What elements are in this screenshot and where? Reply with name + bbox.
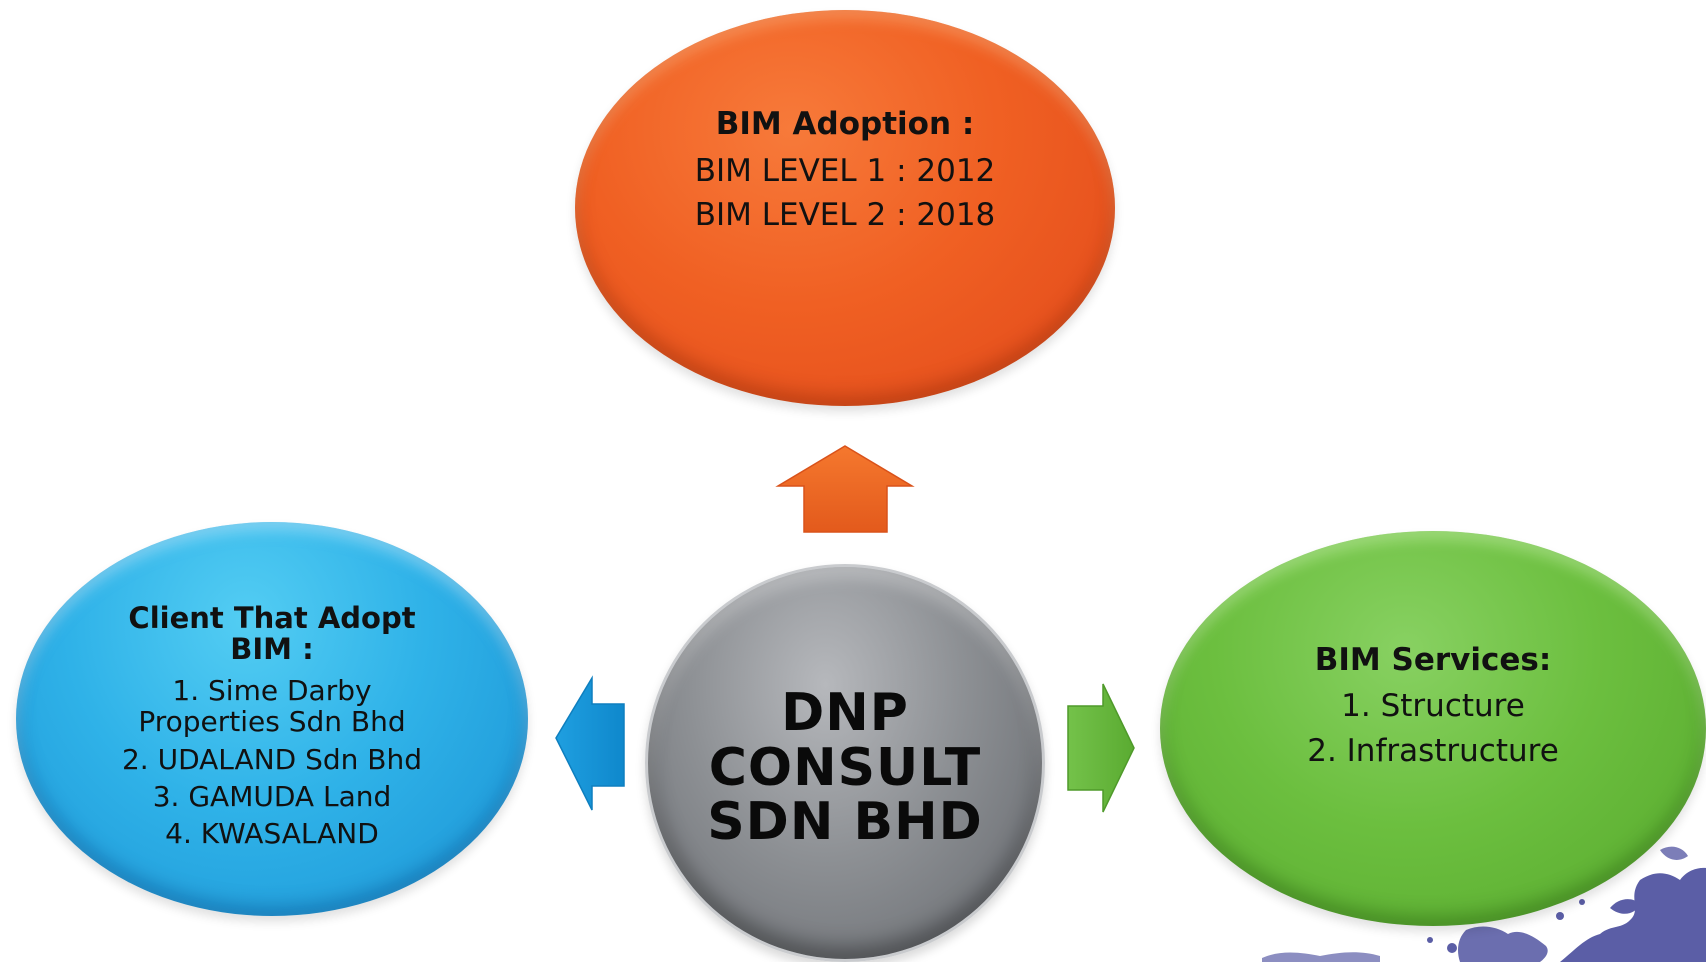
bim-adoption-bubble: BIM Adoption : BIM LEVEL 1 : 2012 BIM LE… [575,10,1115,406]
clients-heading: Client That Adopt BIM : [128,603,415,664]
client-item-2: 2. UDALAND Sdn Bhd [121,742,423,776]
right-arrow-icon [1067,683,1135,813]
company-name-line1: DNP [781,683,909,744]
clients-heading-line1: Client That Adopt [128,601,416,636]
clients-bubble: Client That Adopt BIM : 1. Sime Darby Pr… [16,522,528,916]
client-item: 1. Sime Darby Properties Sdn Bhd [138,675,405,738]
service-item-1: 1. Structure [1341,688,1525,725]
bim-services-bubble: BIM Services: 1. Structure 2. Infrastruc… [1160,531,1706,926]
client-item-4: 4. KWASALAND [165,817,379,851]
bim-level-2-item: BIM LEVEL 2 : 2018 [694,197,996,234]
company-name-line2: CONSULT [708,737,982,798]
clients-heading-line2: BIM : [230,631,314,666]
company-center-circle: DNP CONSULT SDN BHD [645,564,1045,962]
up-arrow-icon [775,445,915,533]
client-item-1a: 1. Sime Darby [172,674,372,708]
map-silhouette-icon [1262,846,1706,962]
bim-adoption-heading: BIM Adoption : [715,106,975,143]
bim-level-1-item: BIM LEVEL 1 : 2012 [694,152,996,189]
client-item-3: 3. GAMUDA Land [152,780,392,814]
client-item-1b: Properties Sdn Bhd [138,705,406,739]
company-name: DNP CONSULT SDN BHD [707,686,983,850]
company-name-line3: SDN BHD [707,792,983,853]
service-item-2: 2. Infrastructure [1307,732,1559,769]
bim-services-heading: BIM Services: [1314,641,1552,678]
left-arrow-icon [555,675,625,811]
